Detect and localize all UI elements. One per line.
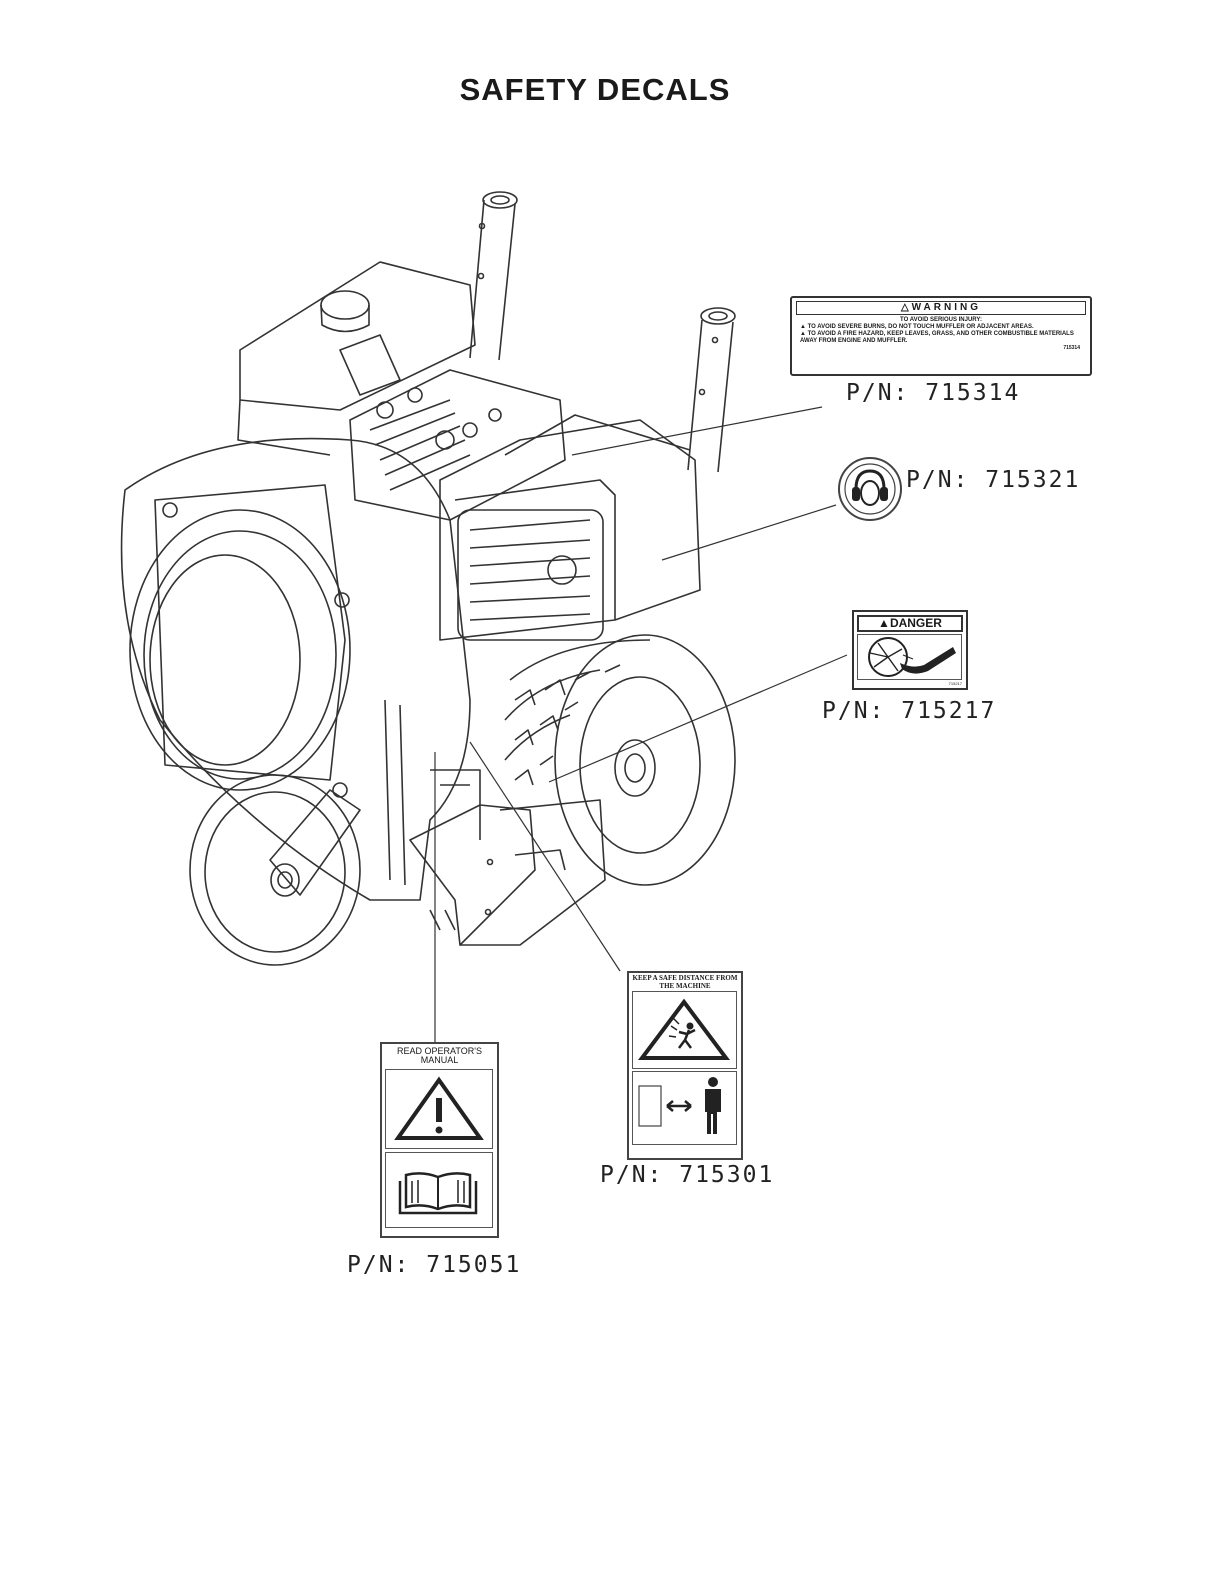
thrown-object-warning-icon [638, 998, 730, 1060]
warning-triangle-icon: △ [900, 302, 912, 313]
safe-distance-icon [638, 1077, 721, 1134]
part-number-715321: P/N: 715321 [906, 467, 1081, 493]
danger-decal-panel [857, 634, 962, 680]
page-title: SAFETY DECALS [459, 72, 731, 107]
read-manual-decal-top-panel [385, 1069, 493, 1149]
safe-distance-decal-bottom-panel [632, 1071, 737, 1145]
part-number-715314: P/N: 715314 [846, 380, 1021, 406]
safe-distance-decal-header: KEEP A SAFE DISTANCE FROM THE MACHINE [632, 974, 738, 990]
warning-decal-line: ▲ TO AVOID A FIRE HAZARD, KEEP LEAVES, G… [800, 331, 1074, 344]
safe-distance-decal-top-panel [632, 991, 737, 1069]
read-manual-decal-bottom-panel [385, 1152, 493, 1228]
hearing-protection-decal [838, 457, 902, 521]
danger-triangle-icon: ▲ [878, 616, 890, 630]
warning-decal-code: 715314 [1063, 345, 1080, 351]
part-number-715301: P/N: 715301 [600, 1162, 775, 1188]
danger-decal-code: 715217 [948, 681, 962, 686]
exclamation-warning-icon [394, 1076, 484, 1140]
hearing-protection-icon [844, 463, 896, 515]
warning-decal-line: TO AVOID SERIOUS INJURY: [900, 317, 982, 323]
danger-decal: ▲DANGER 715217 [852, 610, 968, 690]
safe-distance-decal: KEEP A SAFE DISTANCE FROM THE MACHINE [627, 971, 743, 1160]
danger-decal-header: ▲DANGER [857, 615, 963, 632]
read-manual-decal-header: READ OPERATOR'S MANUAL [397, 1046, 482, 1065]
open-book-icon [398, 1172, 478, 1215]
part-number-715051: P/N: 715051 [347, 1252, 522, 1278]
warning-decal: △WARNING TO AVOID SERIOUS INJURY: ▲ TO A… [790, 296, 1092, 376]
warning-decal-header: △WARNING [796, 301, 1086, 315]
part-number-715217: P/N: 715217 [822, 698, 997, 724]
warning-decal-line: ▲ TO AVOID SEVERE BURNS, DO NOT TOUCH MU… [800, 324, 1034, 330]
impeller-hand-icon [868, 637, 956, 677]
read-manual-decal: READ OPERATOR'S MANUAL [380, 1042, 499, 1238]
